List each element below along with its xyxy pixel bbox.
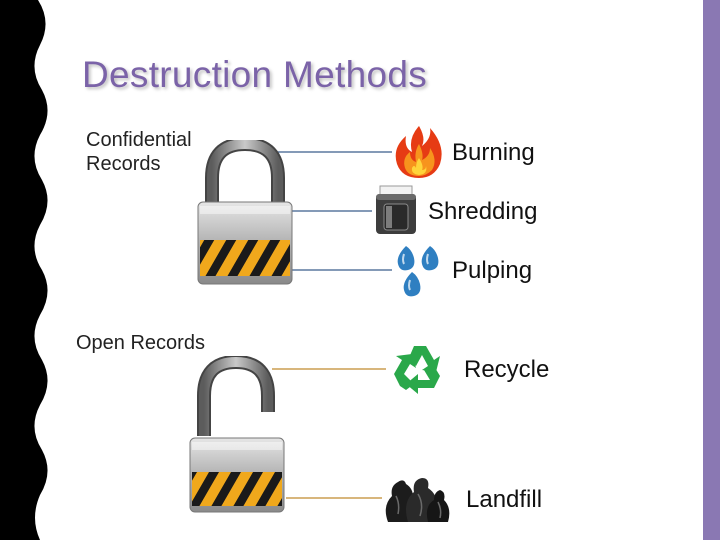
fire-icon: [395, 126, 442, 178]
wavy-border-decoration: [0, 0, 48, 540]
shredder-icon: [376, 185, 416, 234]
method-landfill-label: Landfill: [466, 486, 543, 513]
padlock-locked-icon: [197, 140, 293, 285]
confidential-label-line2: Records: [86, 153, 161, 175]
garbage-bags-icon: [385, 478, 450, 522]
recycle-icon: [394, 346, 440, 394]
padlock-unlocked-icon: [189, 356, 285, 513]
confidential-label-line1: Confidential: [86, 129, 192, 151]
right-accent-bar: [703, 0, 720, 540]
method-shredding-label: Shredding: [428, 198, 538, 225]
open-records-label: Open Records: [76, 332, 205, 354]
method-burning-label: Burning: [452, 139, 535, 166]
method-pulping-label: Pulping: [452, 257, 533, 284]
water-drops-icon: [397, 246, 439, 297]
slide-title: Destruction Methods: [82, 54, 428, 95]
confidential-records-label: Confidential Records: [86, 128, 192, 176]
method-recycle-label: Recycle: [464, 356, 550, 383]
